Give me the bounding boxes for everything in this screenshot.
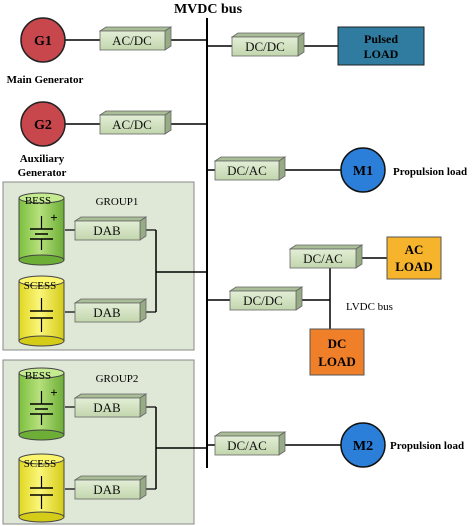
generator-g1 (20, 17, 66, 63)
group1-bess-label: BESS (25, 195, 51, 207)
pulsed-converter-label: DC/DC (245, 39, 285, 54)
group1-scess-dab-label: DAB (93, 305, 121, 320)
generator-g2 (20, 101, 66, 147)
group2-scess-dab-converter: DAB (73, 475, 148, 500)
generator-g2-label: G2 (34, 118, 52, 133)
g2-converter-label: AC/DC (112, 117, 152, 132)
pulsed-load-box (337, 26, 425, 66)
group2-bess-label: BESS (25, 370, 51, 382)
group2-bess-cylinder: BESS + (18, 367, 65, 441)
mvdc-bus-label: MVDC bus (174, 2, 243, 17)
group2-scess-label: SCESS (24, 458, 56, 470)
g1-converter-label: AC/DC (112, 33, 152, 48)
dc-load-line2: LOAD (318, 354, 356, 369)
lvdc-dcdc-converter: DC/DC (228, 286, 304, 311)
generator-g1-caption: Main Generator (7, 74, 84, 86)
group2-bess-dab-converter: DAB (73, 393, 148, 418)
group2-bess-dab-label: DAB (93, 400, 121, 415)
generator-g2-caption-line1: Auxiliary (20, 153, 65, 165)
lvdc-bus-label: LVDC bus (346, 301, 393, 313)
ac-load-converter-label: DC/AC (303, 251, 343, 266)
group1-scess-cylinder: SCESS (18, 275, 65, 347)
lvdc-converter-label: DC/DC (243, 293, 283, 308)
motor-m2-label: M2 (353, 439, 373, 454)
group1-title: GROUP1 (96, 196, 139, 208)
generator-g1-label: G1 (34, 34, 52, 49)
pulsed-load-line1: Pulsed (364, 32, 398, 46)
group1-bess-dab-label: DAB (93, 223, 121, 238)
g2-acdc-converter: AC/DC (98, 110, 173, 135)
m2-converter-label: DC/AC (227, 438, 267, 453)
group1-bess-dab-converter: DAB (73, 216, 148, 241)
group2-scess-dab-label: DAB (93, 482, 121, 497)
ac-load-dcac-converter: DC/AC (288, 244, 364, 269)
group2-title: GROUP2 (96, 373, 139, 385)
dc-load-line1: DC (328, 336, 347, 351)
motor-m1 (340, 147, 386, 193)
m2-dcac-converter: DC/AC (213, 431, 287, 456)
g1-acdc-converter: AC/DC (98, 26, 173, 51)
group1-bess-plus: + (50, 210, 57, 225)
motor-m2 (340, 422, 386, 468)
pulsed-dcdc-converter: DC/DC (230, 32, 306, 57)
pulsed-load-line2: LOAD (364, 47, 399, 61)
dc-load-box (309, 328, 365, 376)
m1-dcac-converter: DC/AC (213, 156, 287, 181)
group2-bess-plus: + (50, 385, 57, 400)
m2-caption: Propulsion load (390, 440, 464, 452)
group1-bess-cylinder: BESS + (18, 192, 65, 266)
motor-m1-label: M1 (353, 164, 373, 179)
ac-load-line1: AC (405, 242, 424, 257)
ac-load-line2: LOAD (395, 259, 433, 274)
group1-scess-label: SCESS (24, 280, 56, 292)
m1-converter-label: DC/AC (227, 163, 267, 178)
m1-caption: Propulsion load (393, 166, 467, 178)
group1-scess-dab-converter: DAB (73, 298, 148, 323)
ac-load-box (386, 236, 442, 280)
generator-g2-caption-line2: Generator (18, 167, 67, 179)
group2-scess-cylinder: SCESS (18, 453, 65, 523)
